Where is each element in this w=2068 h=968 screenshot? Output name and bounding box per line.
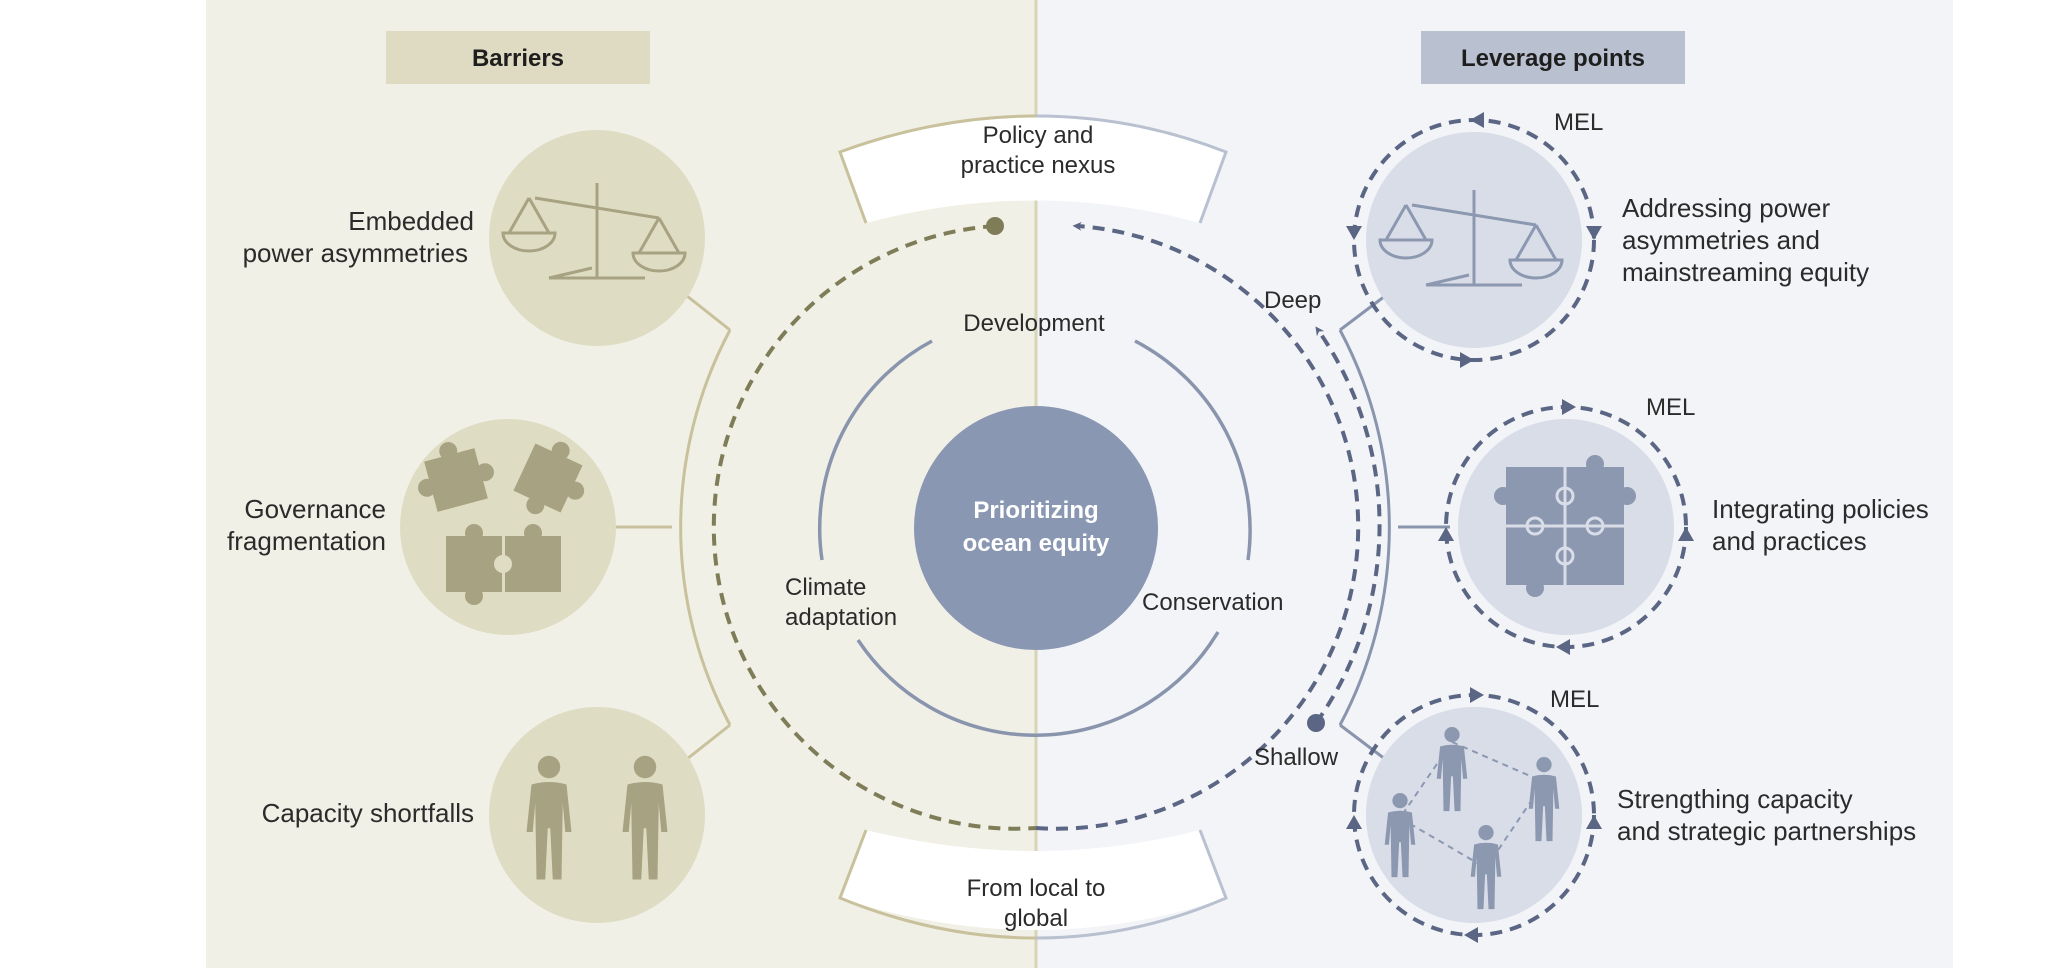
- bottom-banner: [838, 829, 1228, 940]
- center-title-line2: ocean equity: [963, 530, 1110, 557]
- barrier-3-label: Capacity shortfalls: [262, 798, 474, 828]
- barriers-bracket: [616, 294, 732, 761]
- top-banner-line2: practice nexus: [961, 152, 1116, 179]
- leverage-1-label-line1: Addressing power: [1622, 193, 1830, 223]
- leverage-2-loop-arrows: [1438, 399, 1694, 655]
- depth-arrow: [1314, 326, 1382, 725]
- barrier-1-label-line2: power asymmetries: [243, 238, 468, 268]
- barrier-2-label-line1: Governance: [244, 494, 386, 524]
- ring-label-conservation: Conservation: [1142, 589, 1283, 616]
- bottom-banner-line1: From local to: [967, 875, 1106, 902]
- center-title-line1: Prioritizing: [973, 497, 1098, 524]
- center-circle: [914, 406, 1158, 650]
- leverage-2-label-line1: Integrating policies: [1712, 494, 1929, 524]
- leverage-1-loop-arrows: [1346, 112, 1602, 368]
- leverage-1-label-line3: mainstreaming equity: [1622, 257, 1869, 287]
- leverage-3-label-line1: Strengthing capacity: [1617, 784, 1853, 814]
- barriers-header: Barriers: [472, 45, 564, 72]
- leverage-header-box: [1421, 31, 1685, 84]
- network-links: [1398, 740, 1546, 870]
- leverage-2-label-line2: and practices: [1712, 526, 1867, 556]
- depth-label-shallow: Shallow: [1254, 744, 1339, 771]
- barriers-header-box: [386, 31, 650, 84]
- leverage-3-loop-arrows: [1346, 687, 1602, 943]
- barrier-2-circle: [400, 419, 616, 635]
- barrier-3-circle: [489, 707, 705, 923]
- top-banner-line1: Policy and: [983, 122, 1094, 149]
- outer-dashed-arc-right: [1035, 221, 1361, 831]
- puzzle-seams: [1506, 467, 1624, 585]
- leverage-bracket: [1338, 294, 1450, 761]
- ring-label-climate-line2: adaptation: [785, 604, 897, 631]
- barrier-2-label-line2: fragmentation: [227, 526, 386, 556]
- outer-dashed-arc-left: [711, 224, 1037, 831]
- leverage-1-label-line2: asymmetries and: [1622, 225, 1820, 255]
- leverage-3-circle: [1366, 707, 1582, 923]
- barrier-1-label-line1: Embedded: [348, 206, 474, 236]
- scattered-puzzle-icon: [418, 441, 585, 605]
- outer-arc-start-dot: [986, 217, 1004, 235]
- top-banner: [838, 114, 1228, 224]
- leverage-2-mel: MEL: [1646, 394, 1695, 421]
- bottom-banner-line2: global: [1004, 905, 1068, 932]
- depth-label-deep: Deep: [1264, 287, 1321, 314]
- leverage-3-mel: MEL: [1550, 686, 1599, 713]
- leverage-3-label-line2: and strategic partnerships: [1617, 816, 1916, 846]
- inner-ring: [817, 339, 1252, 737]
- leverage-1-mel: MEL: [1554, 109, 1603, 136]
- depth-arrow-start-dot: [1307, 714, 1325, 732]
- leverage-header: Leverage points: [1461, 45, 1645, 72]
- ring-label-climate-line1: Climate: [785, 574, 866, 601]
- ring-label-development: Development: [963, 310, 1105, 337]
